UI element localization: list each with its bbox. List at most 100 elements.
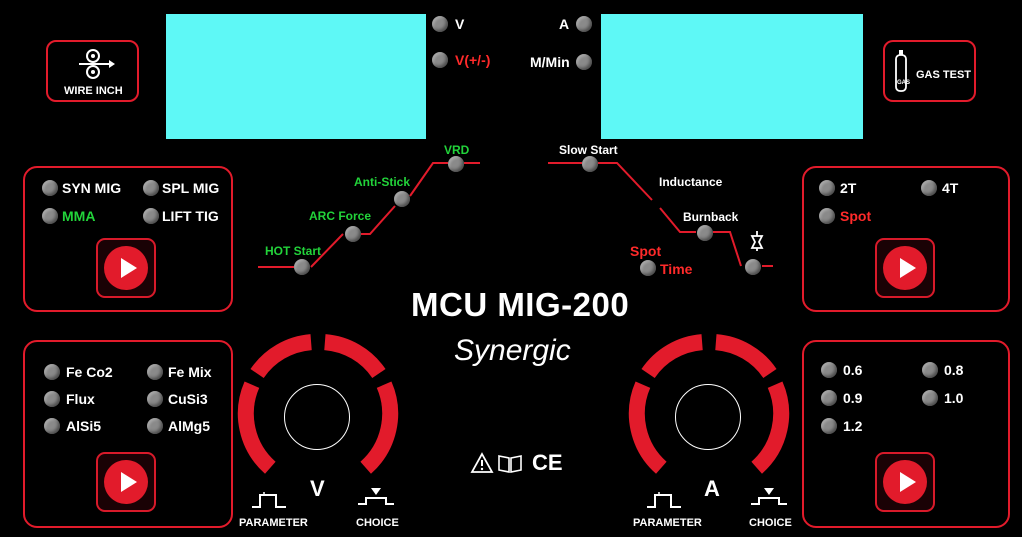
mode-option-4t: 4T xyxy=(942,180,959,196)
torch-trigger-icon xyxy=(750,231,764,251)
param-time: Time xyxy=(660,261,693,277)
gas-panel xyxy=(23,340,233,528)
led-alsi5 xyxy=(44,418,60,434)
mode-select-button[interactable] xyxy=(875,238,935,298)
label-a: A xyxy=(559,16,570,32)
process-option-spl-mig: SPL MIG xyxy=(162,180,220,196)
manual-book-icon xyxy=(498,455,522,473)
right-parameter-label: PARAMETER xyxy=(633,517,702,529)
current-knob-unit: A xyxy=(704,476,720,501)
led-spot xyxy=(819,208,835,224)
wire-diameter-panel xyxy=(802,340,1010,528)
led-wire-1-0 xyxy=(922,390,938,406)
voltage-knob-unit: V xyxy=(310,476,325,501)
param-vrd: VRD xyxy=(444,143,470,157)
gas-option-almg5: AlMg5 xyxy=(168,418,210,434)
label-v: V xyxy=(455,16,465,32)
voltage-knob[interactable] xyxy=(284,384,350,450)
model-title: MCU MIG-200 xyxy=(411,286,630,323)
led-spl-mig xyxy=(143,180,159,196)
led-arc-force xyxy=(345,226,361,242)
wire-option-1-0: 1.0 xyxy=(944,390,964,406)
led-hot-start xyxy=(294,259,310,275)
gas-cylinder-icon xyxy=(895,50,907,92)
wire-option-0-6: 0.6 xyxy=(843,362,863,378)
gas-option-fe-mix: Fe Mix xyxy=(168,364,212,380)
param-arc-force: ARC Force xyxy=(309,209,372,223)
process-panel xyxy=(23,166,233,312)
led-slow-start xyxy=(582,156,598,172)
wire-option-0-8: 0.8 xyxy=(944,362,964,378)
led-v xyxy=(432,16,448,32)
param-inductance: Inductance xyxy=(659,175,723,189)
gas-test-label: GAS TEST xyxy=(916,69,972,81)
led-torch-trigger xyxy=(745,259,761,275)
mode-option-spot: Spot xyxy=(840,208,872,224)
wire-inch-button[interactable]: WIRE INCH xyxy=(46,40,139,102)
led-wire-0-9 xyxy=(821,390,837,406)
label-v-adjust: V(+/-) xyxy=(455,52,491,68)
process-option-syn-mig: SYN MIG xyxy=(62,180,122,196)
led-fe-co2 xyxy=(44,364,60,380)
gas-cylinder-text: GAS xyxy=(897,80,911,86)
right-choice-label: CHOICE xyxy=(749,517,792,529)
process-option-lift-tig: LIFT TIG xyxy=(162,208,219,224)
led-4t xyxy=(921,180,937,196)
parameter-turn-icon xyxy=(647,492,681,508)
param-burnback: Burnback xyxy=(683,210,739,224)
led-wire-1-2 xyxy=(821,418,837,434)
process-option-mma: MMA xyxy=(62,208,96,224)
led-wire-0-6 xyxy=(821,362,837,378)
led-mma xyxy=(42,208,58,224)
led-m-min xyxy=(576,54,592,70)
wire-roller-icon xyxy=(79,49,115,79)
gas-test-button[interactable]: GAS GAS TEST xyxy=(883,40,976,102)
gas-option-flux: Flux xyxy=(66,391,95,407)
led-syn-mig xyxy=(42,180,58,196)
led-v-adjust xyxy=(432,52,448,68)
label-m-min: M/Min xyxy=(530,54,570,70)
wire-option-0-9: 0.9 xyxy=(843,390,863,406)
mode-panel xyxy=(802,166,1010,312)
parameter-turn-icon xyxy=(252,492,286,508)
play-icon xyxy=(121,258,137,278)
gas-option-alsi5: AlSi5 xyxy=(66,418,102,434)
param-slow-start: Slow Start xyxy=(559,143,618,157)
led-burnback xyxy=(697,225,713,241)
param-anti-stick: Anti-Stick xyxy=(354,175,411,189)
play-icon xyxy=(900,258,916,278)
led-2t xyxy=(819,180,835,196)
left-display xyxy=(166,14,426,139)
mode-option-2t: 2T xyxy=(840,180,857,196)
gas-select-button[interactable] xyxy=(96,452,156,512)
gas-option-cusi3: CuSi3 xyxy=(168,391,208,407)
right-display xyxy=(601,14,863,139)
led-lift-tig xyxy=(143,208,159,224)
led-wire-0-8 xyxy=(922,362,938,378)
led-vrd xyxy=(448,156,464,172)
play-icon xyxy=(121,472,137,492)
led-anti-stick xyxy=(394,191,410,207)
led-a xyxy=(576,16,592,32)
left-choice-label: CHOICE xyxy=(356,517,399,529)
led-flux xyxy=(44,391,60,407)
model-subtitle: Synergic xyxy=(454,334,571,367)
wire-option-1-2: 1.2 xyxy=(843,418,863,434)
wire-inch-label: WIRE INCH xyxy=(64,85,123,97)
led-fe-mix xyxy=(147,364,163,380)
choice-press-icon xyxy=(358,488,394,505)
ce-mark: CE xyxy=(532,450,563,475)
play-icon xyxy=(900,472,916,492)
wire-select-button[interactable] xyxy=(875,452,935,512)
gas-option-fe-co2: Fe Co2 xyxy=(66,364,113,380)
process-select-button[interactable] xyxy=(96,238,156,298)
led-cusi3 xyxy=(147,391,163,407)
param-spot: Spot xyxy=(630,243,662,259)
warning-icon xyxy=(470,452,494,473)
left-parameter-label: PARAMETER xyxy=(239,517,308,529)
led-almg5 xyxy=(147,418,163,434)
current-knob[interactable] xyxy=(675,384,741,450)
